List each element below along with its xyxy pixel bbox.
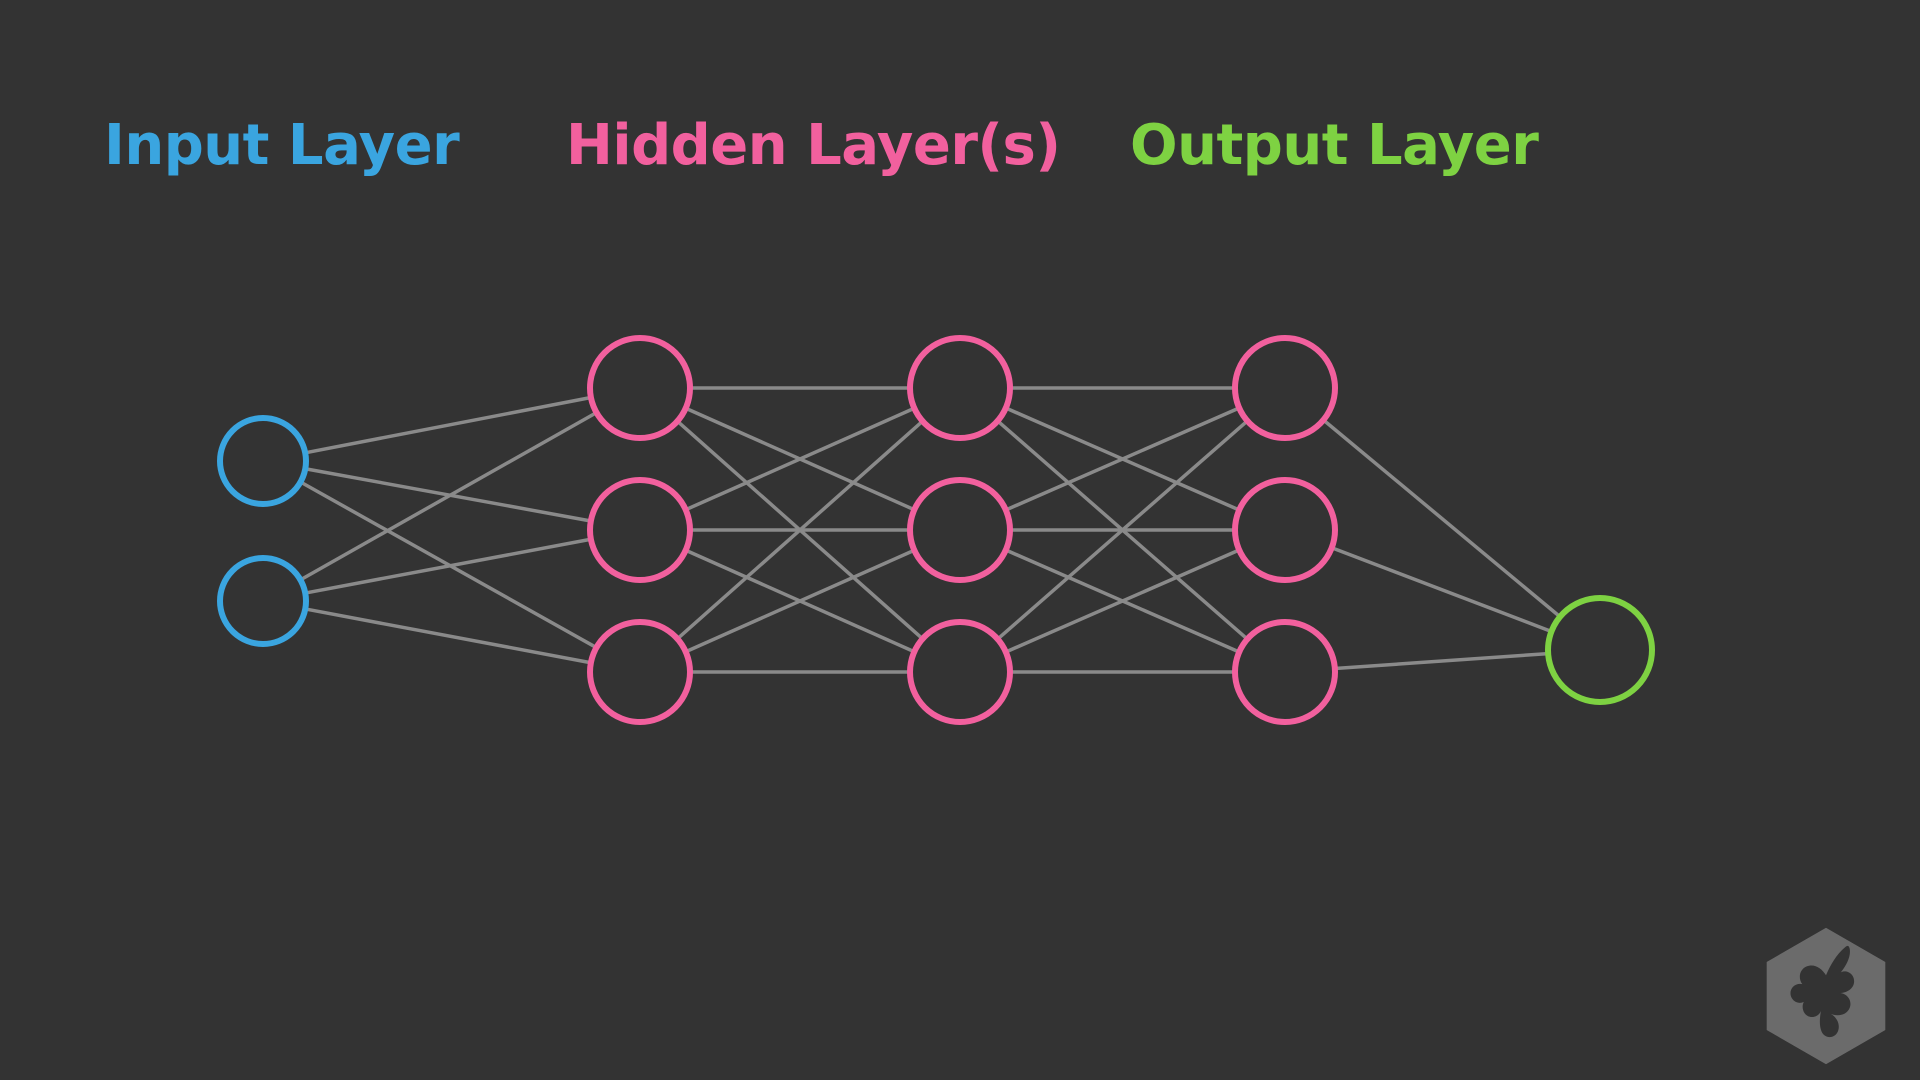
network-edge xyxy=(1331,546,1553,634)
network-node-h1c[interactable] xyxy=(587,619,693,725)
layer-label-hidden: Hidden Layer(s) xyxy=(566,113,1061,178)
network-edge xyxy=(996,419,1249,641)
network-node-h3c[interactable] xyxy=(1232,619,1338,725)
network-edge xyxy=(304,537,592,595)
network-node-h2c[interactable] xyxy=(907,619,1013,725)
layer-label-input: Input Layer xyxy=(104,113,460,178)
node-group xyxy=(217,335,1655,725)
network-edge xyxy=(684,548,916,654)
network-node-i2[interactable] xyxy=(217,555,309,647)
network-edge xyxy=(676,419,924,641)
network-edge xyxy=(304,607,592,665)
network-edge xyxy=(1322,418,1562,619)
network-node-h1a[interactable] xyxy=(587,335,693,441)
network-edge xyxy=(299,411,598,582)
network-node-i1[interactable] xyxy=(217,415,309,507)
network-edge xyxy=(304,395,592,455)
network-node-h2b[interactable] xyxy=(907,477,1013,583)
hexagon-neuron-logo-icon xyxy=(1766,927,1886,1065)
network-edge xyxy=(1005,406,1240,512)
network-node-h3b[interactable] xyxy=(1232,477,1338,583)
network-node-h3a[interactable] xyxy=(1232,335,1338,441)
layer-label-output: Output Layer xyxy=(1130,113,1539,178)
network-node-h1b[interactable] xyxy=(587,477,693,583)
network-edge xyxy=(1005,548,1240,654)
network-node-h2a[interactable] xyxy=(907,335,1013,441)
network-edge xyxy=(684,406,916,512)
network-node-o1[interactable] xyxy=(1545,595,1655,705)
network-edge xyxy=(1334,651,1549,671)
edge-group xyxy=(299,386,1562,674)
